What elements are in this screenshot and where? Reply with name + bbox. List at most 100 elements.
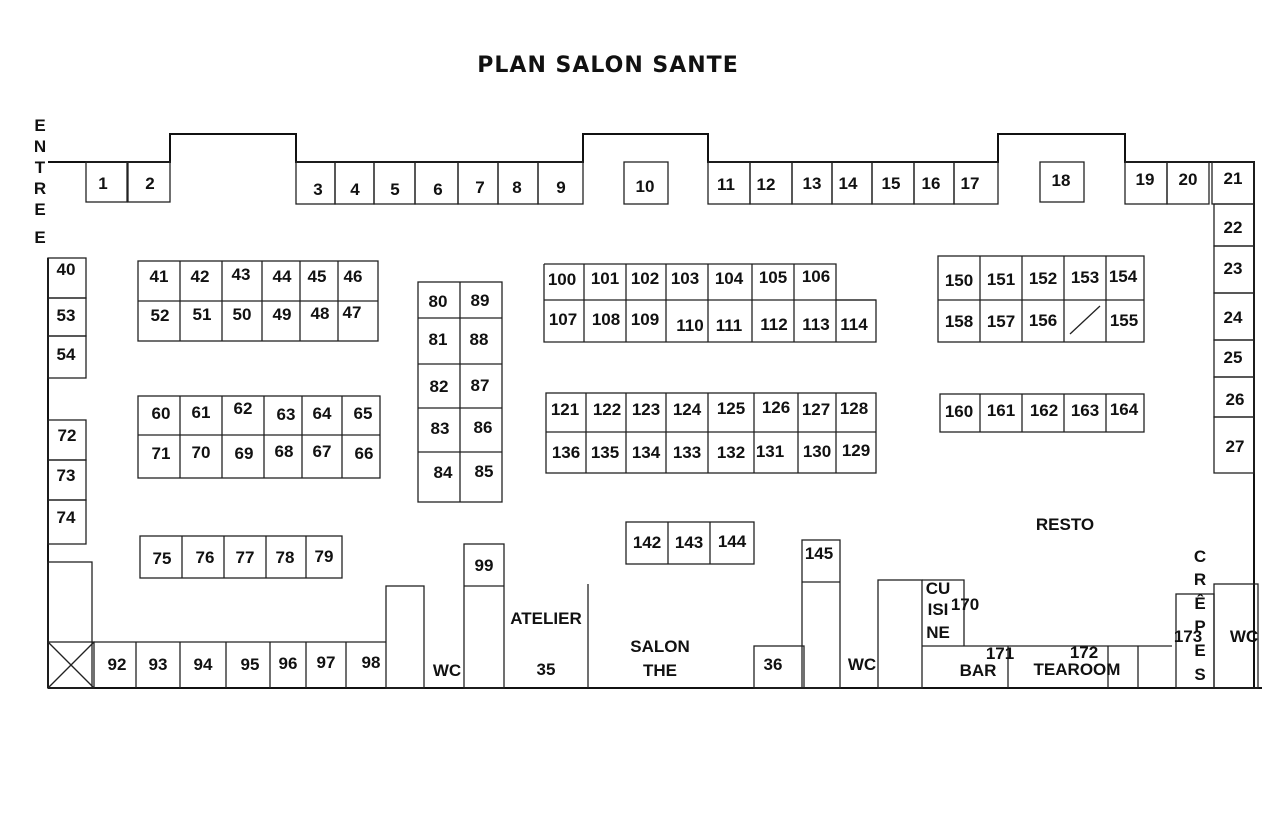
stand-number: 66	[355, 444, 374, 463]
stand-number: 20	[1179, 170, 1198, 189]
stand-number: 163	[1071, 401, 1099, 420]
top-row-numbers: 1 2 3 4 5 6 7 8 9 10 11 12 13 14 15 16 1…	[98, 169, 1242, 199]
the-label: THE	[643, 661, 677, 680]
entree-letter: E	[34, 116, 45, 135]
stand-number: 173	[1174, 627, 1202, 646]
stand-number: 5	[390, 180, 399, 199]
stand-number: 112	[760, 315, 787, 334]
stand-number: 69	[235, 444, 254, 463]
stand-number: 101	[591, 269, 619, 288]
stand-number: 145	[805, 544, 833, 563]
stand-number: 134	[632, 443, 661, 462]
stand-number: 150	[945, 271, 973, 290]
stand-block-121-136: 121 122 123 124 125 126 127 128 136 135 …	[545, 392, 877, 474]
stand-number: 154	[1109, 267, 1138, 286]
crepes-letter: E	[1194, 641, 1205, 660]
stand-row-75-79: 75 76 77 78 79	[139, 535, 343, 579]
stand-number: 70	[192, 443, 211, 462]
stand-number: 144	[718, 532, 747, 551]
stand-number: 172	[1070, 643, 1098, 662]
stand-number: 151	[987, 270, 1015, 289]
stand-number: 131	[756, 442, 784, 461]
stand-number: 1	[98, 174, 107, 193]
stand-number: 124	[673, 400, 702, 419]
entree-letter: N	[34, 137, 46, 156]
stand-number: 97	[317, 653, 336, 672]
stand-number: 15	[882, 174, 901, 193]
stand-number: 170	[951, 595, 979, 614]
stand-block-60-71: 60 61 62 63 64 65 71 70 69 68 67 66	[137, 395, 381, 479]
entree-letter: R	[34, 179, 46, 198]
stand-number: 75	[153, 549, 172, 568]
stand-number: 157	[987, 312, 1015, 331]
stand-number: 103	[671, 269, 699, 288]
stand-number: 102	[631, 269, 659, 288]
top-row-stands	[85, 161, 1255, 205]
stand-number: 6	[433, 180, 442, 199]
stand-number: 171	[986, 644, 1014, 663]
stand-number: 126	[762, 398, 790, 417]
stand-number: 47	[343, 303, 362, 322]
stand-number: 9	[556, 178, 565, 197]
stand-number: 128	[840, 399, 868, 418]
stand-number: 106	[802, 267, 830, 286]
stand-number: 153	[1071, 268, 1099, 287]
stand-number: 127	[802, 400, 830, 419]
stand-number: 88	[470, 330, 489, 349]
wc-label: WC	[848, 655, 876, 674]
stand-number: 125	[717, 399, 745, 418]
stand-number: 63	[277, 405, 296, 424]
stand-number: 132	[717, 443, 745, 462]
stand-number: 155	[1110, 311, 1138, 330]
stand-number: 152	[1029, 269, 1057, 288]
cuisine-label: ISI	[928, 600, 949, 619]
stand-number: 72	[58, 426, 77, 445]
stand-number: 81	[429, 330, 448, 349]
crepes-letter: S	[1194, 665, 1205, 684]
stand-number: 84	[434, 463, 453, 482]
stand-number: 22	[1224, 218, 1243, 237]
stand-number: 21	[1224, 169, 1243, 188]
stand-number: 64	[313, 404, 332, 423]
wc-label: WC	[1230, 627, 1258, 646]
stand-number: 162	[1030, 401, 1058, 420]
stand-number: 46	[344, 267, 363, 286]
page-title: PLAN SALON SANTE	[477, 53, 738, 78]
stand-number: 105	[759, 268, 787, 287]
stand-number: 136	[552, 443, 580, 462]
stand-number: 142	[633, 533, 661, 552]
stand-number: 76	[196, 548, 215, 567]
stand-number: 25	[1224, 348, 1243, 367]
stand-number: 89	[471, 291, 490, 310]
stand-number: 45	[308, 267, 327, 286]
bottom-left-stands: 92 93 94 95 96 97 98	[47, 561, 386, 689]
stand-number: 160	[945, 402, 973, 421]
stand-number: 135	[591, 443, 619, 462]
stand-number: 65	[354, 404, 373, 423]
right-column-stands: 22 23 24 25 26 27	[1213, 203, 1255, 474]
crepes-letter: C	[1194, 547, 1206, 566]
stand-number: 143	[675, 533, 703, 552]
stand-number: 14	[839, 174, 858, 193]
stand-number: 96	[279, 654, 298, 673]
stand-number: 8	[512, 178, 521, 197]
stand-number: 110	[676, 316, 703, 335]
stand-number: 4	[350, 180, 360, 199]
stand-number: 82	[430, 377, 449, 396]
stand-number: 16	[922, 174, 941, 193]
stand-block-150-158: 150 151 152 153 154 158 157 156 155	[937, 255, 1145, 343]
stand-number: 85	[475, 462, 494, 481]
stand-number: 61	[192, 403, 211, 422]
area-labels: WC ATELIER 35 SALON THE WC RESTO CU ISI …	[433, 515, 1258, 684]
crepes-letter: R	[1194, 570, 1206, 589]
stand-block-41-52: 41 42 43 44 45 46 52 51 50 49 48 47	[137, 260, 379, 342]
cuisine-label: NE	[926, 623, 950, 642]
stand-number: 94	[194, 655, 213, 674]
stand-number: 98	[362, 653, 381, 672]
stand-number: 109	[631, 310, 659, 329]
stand-row-142-144: 142 143 144	[625, 521, 755, 565]
stand-number: 161	[987, 401, 1015, 420]
left-column-stands: 40 53 54 72 73 74	[47, 257, 87, 545]
stand-number: 68	[275, 442, 294, 461]
